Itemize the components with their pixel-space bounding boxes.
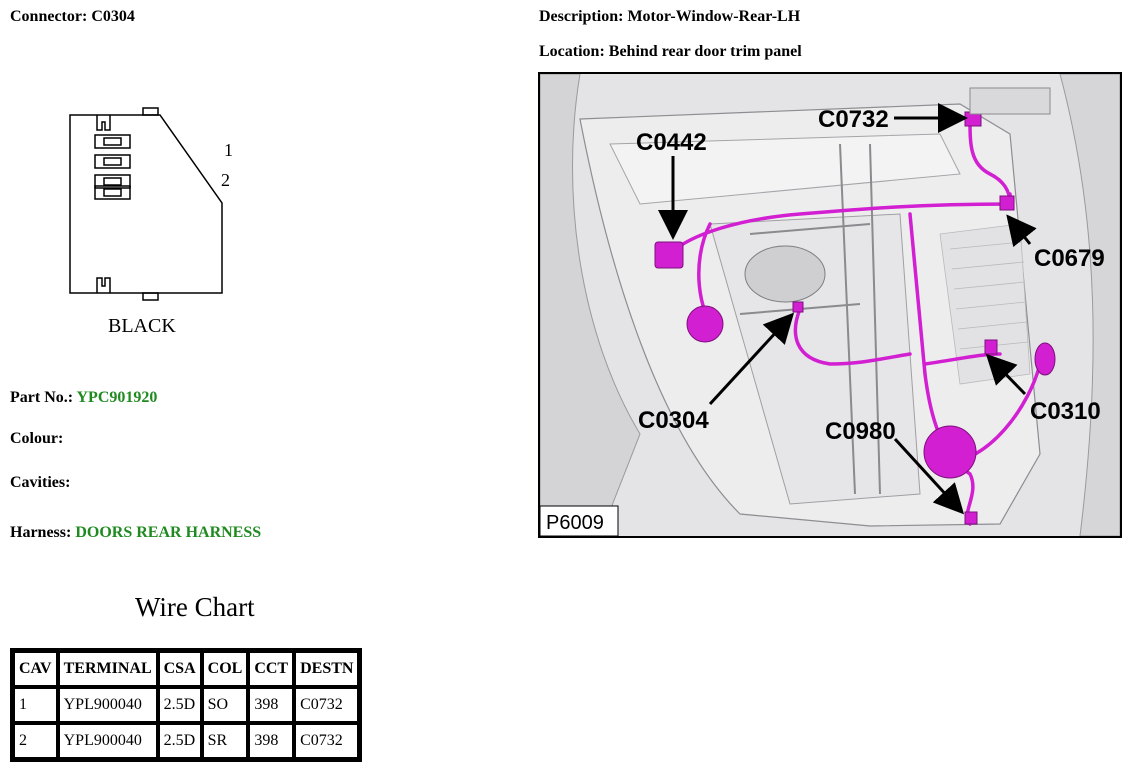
connector-label: Connector:: [10, 8, 88, 25]
cell-cav: 1: [13, 687, 58, 723]
wire-chart-title: Wire Chart: [135, 592, 255, 622]
header-csa: CSA: [157, 651, 202, 687]
part-no-value: YPC901920: [76, 389, 158, 406]
cell-destn: C0732: [294, 723, 360, 759]
description-heading: Description: Motor-Window-Rear-LH: [539, 8, 800, 26]
connector-notch-top: [96, 115, 111, 131]
cell-col: SO: [201, 687, 249, 723]
table-row: 1 YPL900040 2.5D SO 398 C0732: [13, 687, 360, 723]
callout-c0310: C0310: [1030, 398, 1101, 425]
terminal-cavity-4: [94, 185, 131, 200]
harness-value: DOORS REAR HARNESS: [75, 524, 262, 541]
header-cav: CAV: [13, 651, 58, 687]
terminal-cavity-1: [94, 134, 131, 149]
connector-outline: [69, 114, 223, 294]
header-terminal: TERMINAL: [57, 651, 158, 687]
connector-heading: Connector: C0304: [10, 8, 135, 26]
cell-cct: 398: [248, 687, 295, 723]
connector-face-diagram: 1 2 BLACK: [69, 107, 233, 337]
callout-c0304: C0304: [638, 407, 709, 434]
connector-notch-bottom: [96, 277, 111, 293]
cell-cav: 2: [13, 723, 58, 759]
door-illustration: C0732 C0442 C0679 C0304 C0310 C0980 P600…: [540, 74, 1120, 536]
connector-bottom-latch: [142, 292, 159, 301]
location-heading: Location: Behind rear door trim panel: [539, 43, 802, 61]
cell-csa: 2.5D: [157, 723, 202, 759]
callout-c0442: C0442: [636, 129, 707, 156]
part-no-label: Part No.:: [10, 389, 74, 406]
pin-label-2: 2: [221, 170, 230, 190]
connector-top-latch: [142, 107, 159, 116]
table-row: 2 YPL900040 2.5D SR 398 C0732: [13, 723, 360, 759]
location-photo: C0732 C0442 C0679 C0304 C0310 C0980 P600…: [538, 72, 1122, 538]
callout-c0679: C0679: [1034, 245, 1105, 272]
header-cct: CCT: [248, 651, 295, 687]
photo-ref: P6009: [546, 512, 604, 534]
callout-c0732: C0732: [818, 106, 889, 133]
wire-chart-header-row: CAV TERMINAL CSA COL CCT DESTN: [13, 651, 360, 687]
terminal-cavity-3: [94, 174, 131, 189]
harness-line: Harness: DOORS REAR HARNESS: [10, 524, 261, 542]
description-value: Motor-Window-Rear-LH: [627, 8, 801, 25]
pin-label-1: 1: [224, 140, 233, 160]
part-no-line: Part No.: YPC901920: [10, 389, 157, 407]
terminal-cavity-2: [94, 154, 131, 169]
location-value: Behind rear door trim panel: [608, 43, 802, 60]
cell-csa: 2.5D: [157, 687, 202, 723]
location-label: Location:: [539, 43, 605, 60]
callout-c0980: C0980: [825, 418, 896, 445]
cell-terminal: YPL900040: [57, 687, 158, 723]
cell-cct: 398: [248, 723, 295, 759]
description-label: Description:: [539, 8, 624, 25]
cell-col: SR: [201, 723, 249, 759]
header-col: COL: [201, 651, 249, 687]
cell-terminal: YPL900040: [57, 723, 158, 759]
cavities-label: Cavities:: [10, 474, 71, 491]
connector-value: C0304: [91, 8, 135, 25]
wire-chart-table: CAV TERMINAL CSA COL CCT DESTN 1 YPL9000…: [10, 648, 363, 762]
cell-destn: C0732: [294, 687, 360, 723]
cavities-line: Cavities:: [10, 474, 70, 492]
header-destn: DESTN: [294, 651, 360, 687]
connector-colour-text: BLACK: [108, 315, 176, 337]
harness-label: Harness:: [10, 524, 72, 541]
colour-line: Colour:: [10, 430, 63, 448]
colour-label: Colour:: [10, 430, 64, 447]
